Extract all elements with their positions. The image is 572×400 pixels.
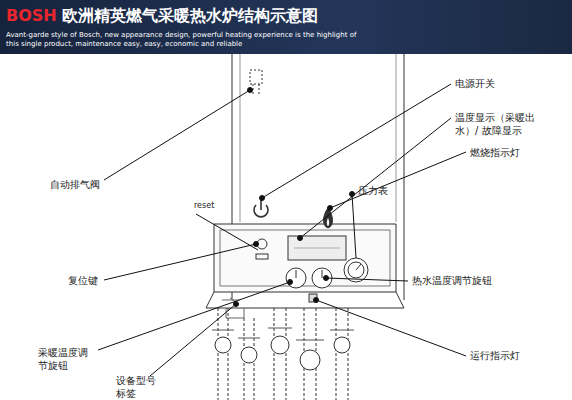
part-label: 设备型号 标签 bbox=[116, 374, 166, 400]
part-label: 温度显示（采暖出 水）/ 故障显示 bbox=[455, 111, 555, 137]
boiler-body bbox=[206, 54, 404, 400]
leader-lines bbox=[98, 84, 466, 376]
diagram-title: 欧洲精英燃气采暖热水炉结构示意图 bbox=[62, 6, 318, 27]
part-label: 热水温度调节旋钮 bbox=[412, 274, 492, 287]
part-label: 燃烧指示灯 bbox=[470, 146, 520, 159]
part-label: 复位键 bbox=[68, 274, 98, 287]
part-label: 压力表 bbox=[358, 184, 388, 197]
subtitle: Avant-garde style of Bosch, new appearan… bbox=[6, 31, 366, 49]
header-band bbox=[0, 0, 572, 54]
part-label: 采暖温度调 节旋钮 bbox=[38, 346, 104, 372]
brand-logo: BOSH bbox=[6, 6, 57, 27]
part-label: 自动排气阀 bbox=[50, 178, 100, 191]
part-label: 运行指示灯 bbox=[470, 349, 520, 362]
panel-marking: reset bbox=[194, 201, 214, 211]
part-label: 电源开关 bbox=[455, 77, 495, 90]
